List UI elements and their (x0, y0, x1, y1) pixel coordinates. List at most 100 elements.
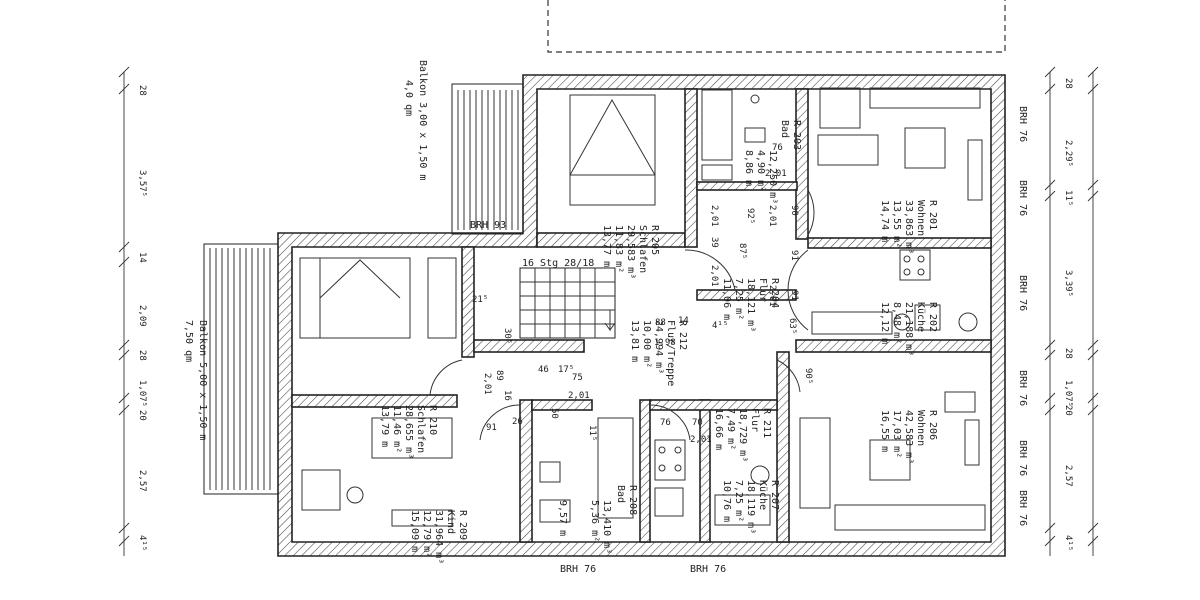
dim-63: 63⁵ (787, 318, 797, 334)
left-dimension-label: 14 (137, 252, 147, 263)
room-r204-area: 7,25 m² (733, 278, 744, 320)
room-r201-volume: 33,863 m³ (903, 200, 914, 254)
right-outer-dimension-tick (1087, 392, 1099, 404)
room-r201-area: 13,55 m² (891, 200, 902, 248)
fixtures-r203 (701, 89, 766, 181)
right-dimension-tick (1044, 66, 1056, 78)
right-dimension-label: 3,39⁵ (1063, 270, 1073, 297)
balcony-lower-area: 7,50 qm (183, 320, 194, 362)
dim-201e: 2,01 (767, 285, 777, 307)
room-r203-area: 4,90 m² (755, 150, 766, 192)
room-r201-number: R 201 (927, 200, 938, 230)
room-r203-name: Bad (779, 120, 790, 138)
left-dimension-tick (118, 404, 130, 416)
right-dimension-tick (1044, 190, 1056, 202)
room-r204-name: Flur (757, 278, 768, 302)
dim-21: 21⁵ (472, 295, 488, 305)
right-outer-dimension-tick (1087, 179, 1099, 191)
left-dimension-tick (118, 522, 130, 534)
fixtures-r208 (539, 417, 634, 523)
bed-r210 (299, 257, 457, 339)
dim-201g: 2,01 (482, 373, 492, 395)
right-dimension-tick (1044, 392, 1056, 404)
room-r208-volume: 13,410 m³ (601, 500, 612, 554)
room-r207-number: R 207 (769, 480, 780, 510)
balcony-lower (203, 243, 279, 495)
dim-201a: 2,01 (765, 169, 787, 179)
right-dimension-label: 4¹⁵ (1063, 535, 1073, 551)
room-r205-volume: 29,583 m³ (625, 225, 636, 279)
dim-198: 1,98 (654, 338, 676, 348)
room-r209-name: Kind (445, 510, 456, 534)
dim-90: 90 (789, 205, 799, 216)
left-dimension-tick (118, 83, 130, 95)
right-outer-dimension-tick (1087, 404, 1099, 416)
upper-dashed-outline (547, 0, 1006, 53)
room-r204-perimeter: 11,06 m (721, 278, 732, 320)
room-r208-area: 5,36 m² (589, 500, 600, 542)
room-r201-perimeter: 14,74 m (879, 200, 890, 242)
dim-14: 14 (678, 316, 689, 326)
dim-91b: 91 (789, 290, 799, 301)
left-dimension-tick (118, 66, 130, 78)
fixtures-r207 (654, 439, 771, 526)
room-r202-number: R 202 (927, 302, 938, 332)
dim-70: 70 (692, 418, 703, 428)
room-r210-area: 11,46 m² (391, 405, 402, 453)
dim-91a: 91 (789, 250, 799, 261)
left-dimension-label: 20 (137, 410, 147, 421)
right-dimension-label: 1,07⁵ (1063, 380, 1073, 407)
right-dimension-tick (1044, 404, 1056, 416)
room-r212-area: 10,00 m² (641, 320, 652, 368)
left-dimension-tick (118, 535, 130, 547)
room-r201-name: Wohnen (915, 200, 926, 236)
dim-87: 87⁵ (737, 243, 747, 259)
right-dimension-tick (1044, 349, 1056, 361)
right-outer-dimension-tick (1087, 190, 1099, 202)
room-r208-number: R 208 (627, 485, 638, 515)
room-r203-perimeter: 8,86 m (743, 150, 754, 186)
balcony-upper-area: 4,0 qm (403, 80, 414, 116)
dim-11: 11⁵ (587, 425, 597, 441)
right-dimension-tick (1044, 339, 1056, 351)
left-dimension-label: 2,09 (137, 305, 147, 327)
right-outer-dimension-tick (1087, 535, 1099, 547)
room-r206-volume: 42,583 m³ (903, 410, 914, 464)
left-dimension-tick (118, 339, 130, 351)
dim-88: 88 (655, 318, 666, 328)
room-r205-perimeter: 13,77 m (601, 225, 612, 267)
right-outer-dimension-tick (1087, 522, 1099, 534)
right-dimension-label: 28 (1063, 348, 1073, 359)
room-r202-perimeter: 12,12 m (879, 302, 890, 344)
room-r211-volume: 18,729 m³ (737, 408, 748, 462)
balcony-upper (451, 83, 524, 235)
dim-201f: 2,01 (568, 391, 590, 401)
dim-201d: 2,01 (709, 265, 719, 287)
dim-30: 30⁵ (502, 328, 512, 344)
room-r207-perimeter: 10,76 m (721, 480, 732, 522)
dim-76a: 76 (772, 143, 783, 153)
right-outer-dimension-tick (1087, 349, 1099, 361)
left-dimension-tick (118, 349, 130, 361)
room-r208-perimeter: 9,57 m (557, 500, 568, 536)
furniture-r202 (811, 249, 978, 335)
room-r209-number: R 209 (457, 510, 468, 540)
room-r211-number: R 211 (761, 408, 772, 438)
brh-top-left: BRH 93 (470, 220, 506, 231)
right-outer-dimension-tick (1087, 339, 1099, 351)
right-dimension-label: 2,29⁵ (1063, 140, 1073, 167)
dim-201c: 2,01 (709, 205, 719, 227)
room-r205-name: Schlafen (637, 225, 648, 273)
room-r202-volume: 21,188 m³ (903, 302, 914, 356)
inner-walls (291, 88, 992, 543)
room-r206-perimeter: 16,55 m (879, 410, 890, 452)
staircase (519, 267, 616, 339)
left-dimension-tick (118, 392, 130, 404)
dim-89: 89 (494, 370, 504, 381)
furniture-r206 (799, 391, 986, 531)
room-r210-name: Schlafen (415, 405, 426, 453)
room-r212-perimeter: 13,81 m (629, 320, 640, 362)
